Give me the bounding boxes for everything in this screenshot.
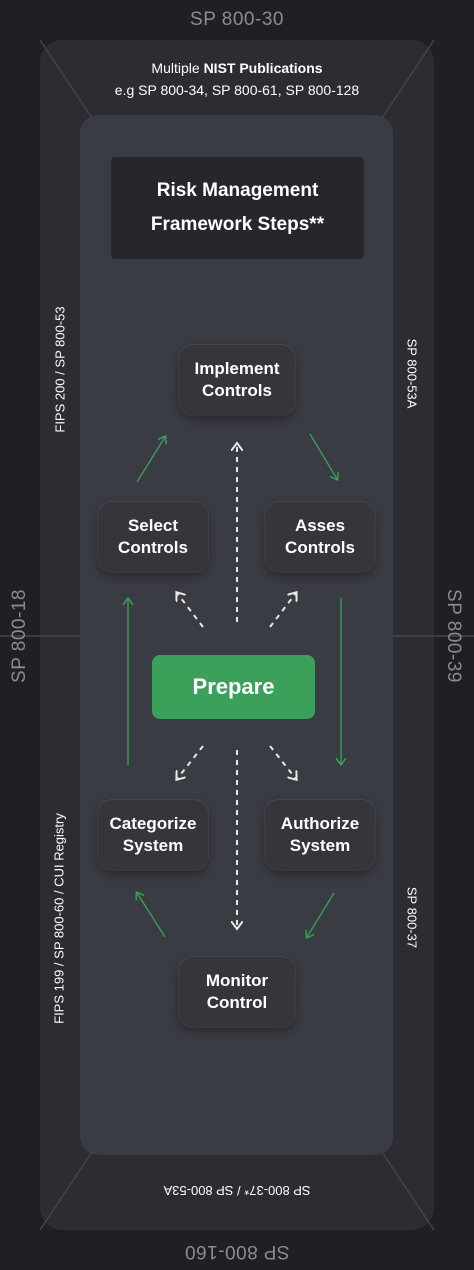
arrow-authorize-to-monitor [307, 892, 335, 937]
rmf-title-line-2: Framework Steps** [150, 214, 325, 235]
arrow-implement-to-assess [309, 433, 337, 479]
step-prepare[interactable]: Prepare [152, 655, 315, 719]
step-monitor-line-1: Monitor [205, 971, 269, 990]
step-authorize-line-1: Authorize [280, 814, 360, 833]
prepare-arrows [177, 444, 296, 928]
step-implement-line-1: Implement [194, 359, 280, 378]
step-monitor-line-2: Control [206, 993, 268, 1012]
step-select-line-2: Controls [118, 538, 188, 557]
arrow-monitor-to-categorize [137, 893, 166, 938]
step-assess-line-2: Controls [285, 538, 355, 557]
edge-label-right: SP 800-39 [443, 589, 464, 683]
step-implement-line-2: Controls [202, 381, 272, 400]
side-label-right-bottom: SP 800-37 [404, 886, 420, 949]
footer-label: SP 800-37* / SP 800-53A [163, 1183, 311, 1198]
arrow-prepare-to-categorize [177, 745, 204, 779]
rmf-title-line-1: Risk Management [156, 180, 319, 201]
edge-label-bottom: SP 800-160 [184, 1241, 290, 1262]
step-categorize-line-1: Categorize [109, 814, 197, 833]
publications-line-2: e.g SP 800-34, SP 800-61, SP 800-128 [114, 82, 360, 98]
side-label-left-top: FIPS 200 / SP 800-53 [52, 306, 68, 433]
edge-label-left: SP 800-18 [9, 589, 30, 683]
publications-prefix: Multiple [151, 60, 204, 76]
publications-header: Multiple NIST Publications e.g SP 800-34… [40, 57, 434, 101]
side-label-left-bottom: FIPS 199 / SP 800-60 / CUI Registry [51, 813, 67, 1024]
step-authorize-line-2: System [289, 836, 351, 855]
arrow-prepare-to-assess [269, 593, 296, 628]
publications-line-1: Multiple NIST Publications [40, 57, 434, 79]
arrow-select-to-implement [136, 437, 165, 483]
step-select-line-1: Select [127, 516, 179, 535]
edge-label-top: SP 800-30 [190, 9, 284, 30]
rmf-title-box: Risk Management Framework Steps** [111, 157, 364, 259]
side-label-right-top: SP 800-53A [404, 338, 420, 409]
arrow-prepare-to-authorize [269, 745, 296, 779]
step-assess-line-1: Asses [294, 516, 346, 535]
step-categorize-line-2: System [122, 836, 184, 855]
frame-corner-lines [0, 39, 474, 1231]
cycle-arrows [128, 433, 341, 938]
arrow-prepare-to-select [177, 593, 204, 628]
publications-bold: NIST Publications [203, 60, 323, 76]
